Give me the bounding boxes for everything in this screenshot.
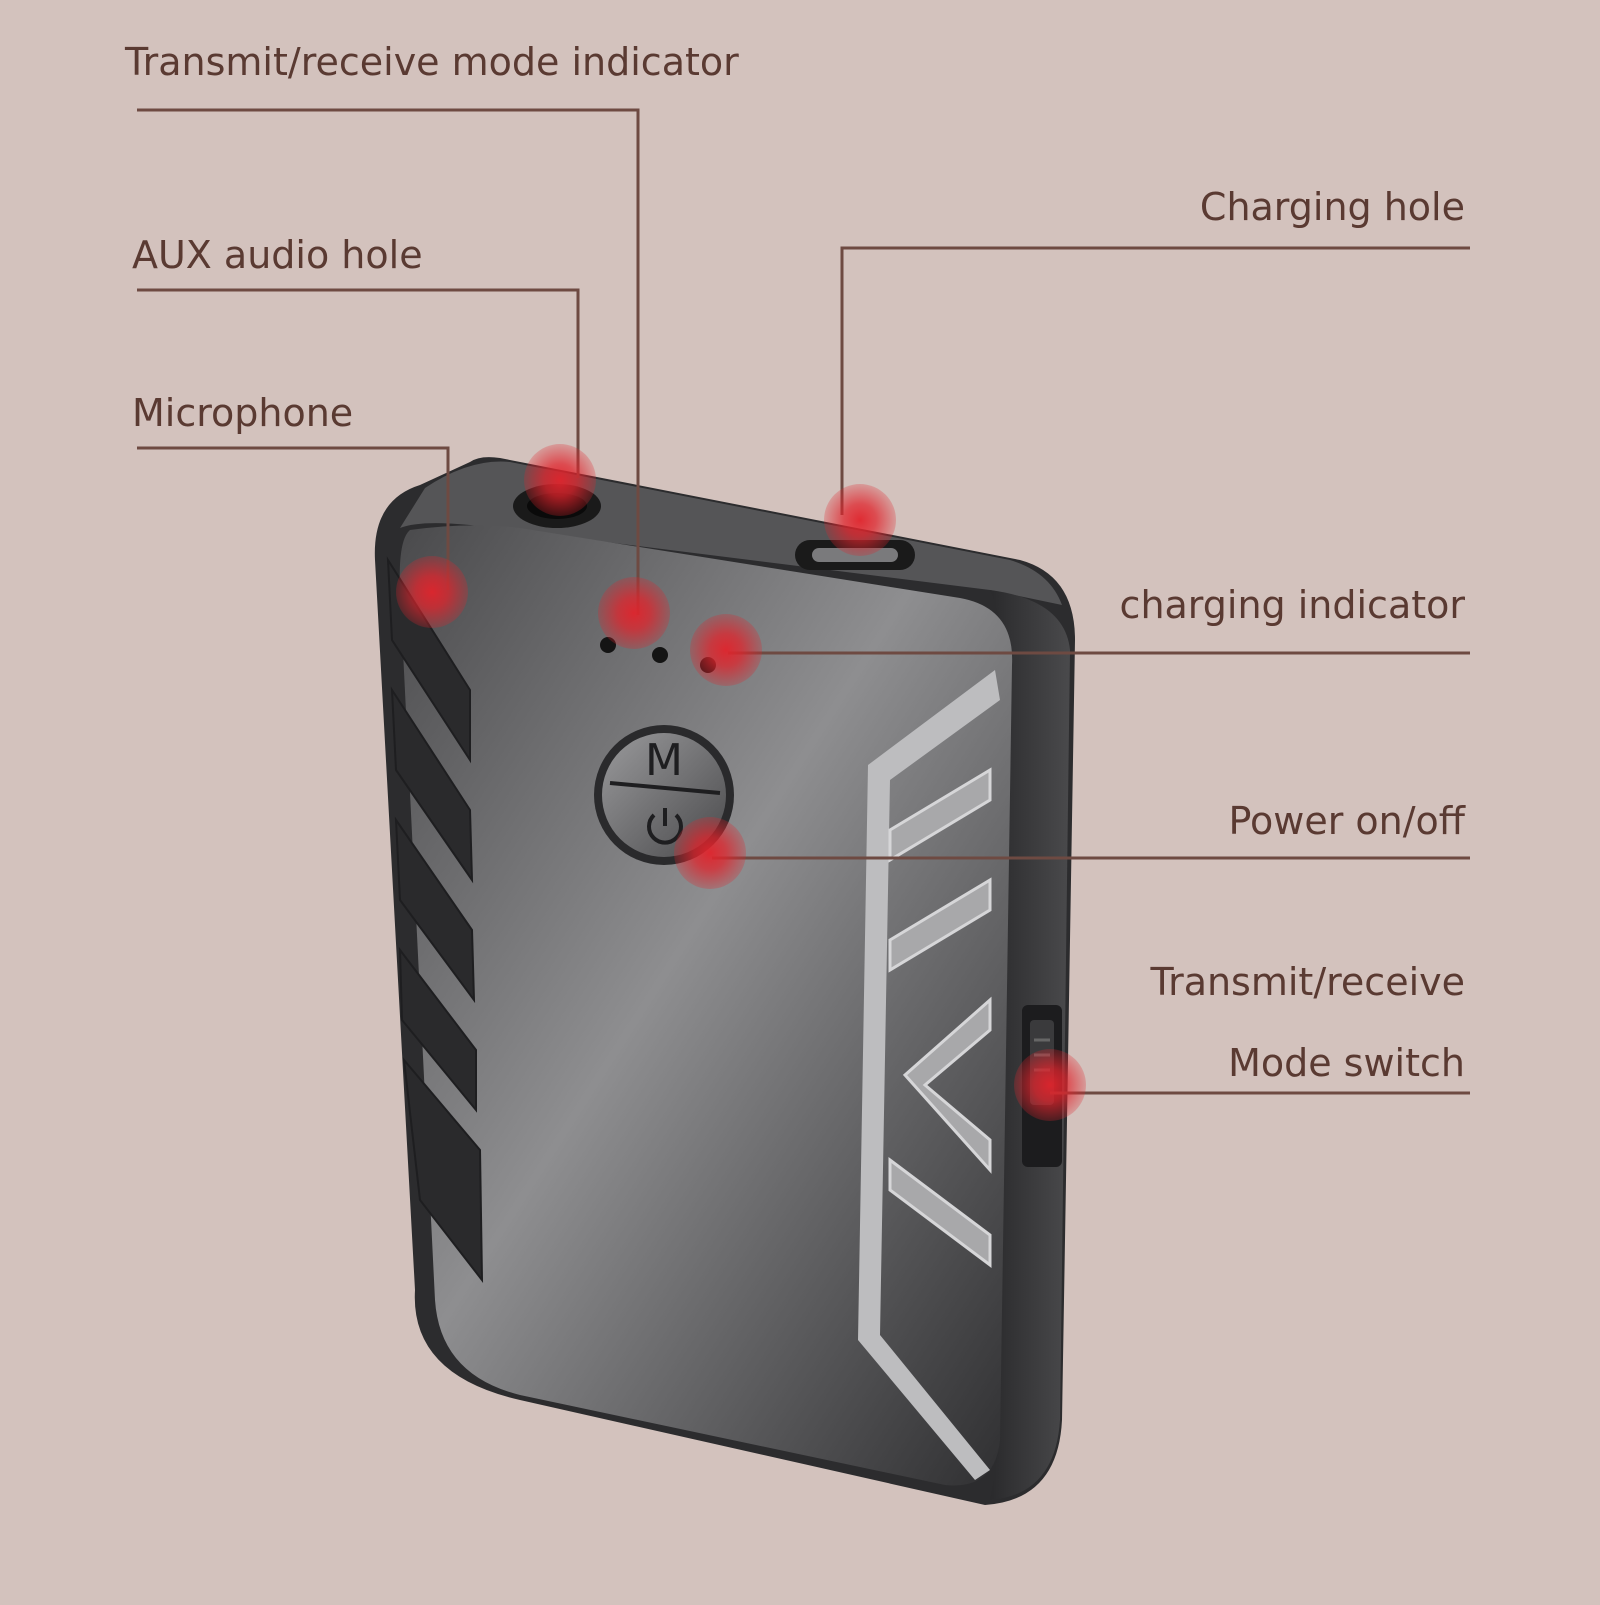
hotspot-charging-hole <box>824 484 896 556</box>
hotspot-mode-switch <box>1014 1049 1086 1121</box>
leader-lines <box>137 108 1470 1095</box>
label-charging-indicator: charging indicator <box>1120 583 1466 627</box>
label-transmit-receive-mode-indicator: Transmit/receive mode indicator <box>124 40 739 84</box>
label-transmit-receive: Transmit/receive <box>1149 960 1465 1004</box>
leader-aux-audio-hole <box>137 288 580 478</box>
label-aux-audio-hole: AUX audio hole <box>132 233 423 277</box>
button-m-glyph: M <box>645 735 683 786</box>
hotspot-microphone <box>396 556 468 628</box>
leader-microphone <box>137 446 450 590</box>
leader-transmit-receive-mode-indicator <box>137 108 640 615</box>
label-microphone: Microphone <box>132 391 353 435</box>
hotspot-power-on-off <box>674 817 746 889</box>
label-mode-switch: Mode switch <box>1228 1041 1465 1085</box>
hotspots <box>396 444 1086 1121</box>
callout-labels: Transmit/receive mode indicator AUX audi… <box>124 40 1466 1085</box>
label-power-on-off: Power on/off <box>1228 799 1465 843</box>
hotspot-charging-indicator <box>690 614 762 686</box>
leader-charging-hole <box>840 246 1470 515</box>
device-front-face <box>399 525 1013 1486</box>
hotspot-aux-audio-hole <box>524 444 596 516</box>
bluetooth-adapter-device: M <box>374 457 1076 1506</box>
power-icon <box>647 808 683 845</box>
right-trim <box>858 670 1000 1480</box>
left-grip <box>386 556 484 1283</box>
hotspot-transmit-receive-mode-indicator <box>598 577 670 649</box>
label-charging-hole: Charging hole <box>1200 185 1465 229</box>
